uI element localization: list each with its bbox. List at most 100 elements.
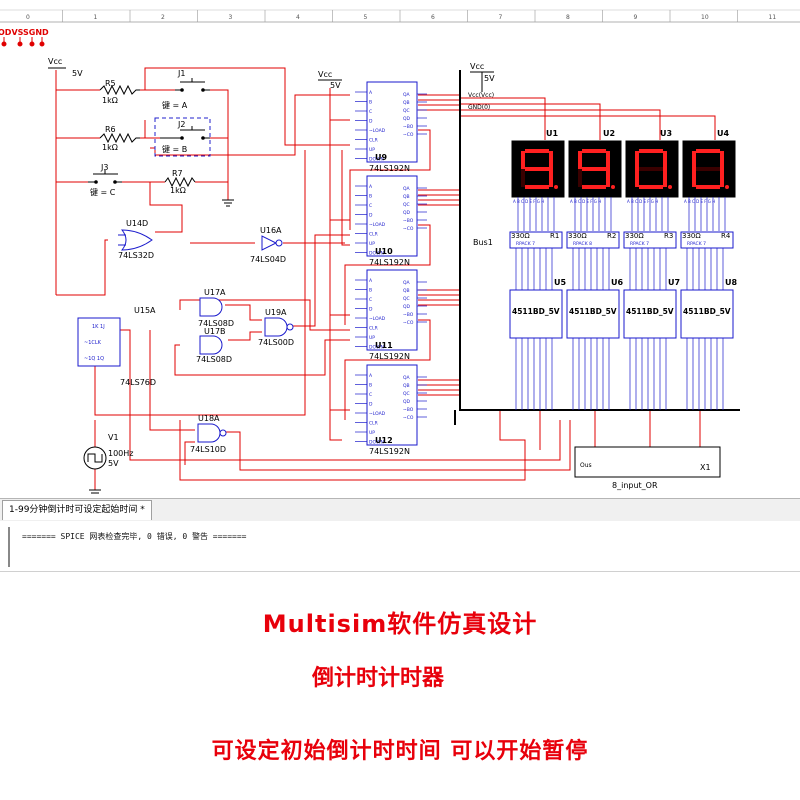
clock-source-v1[interactable]: V1 100Hz 5V bbox=[83, 433, 133, 494]
counter-part: 74LS192N bbox=[369, 447, 410, 456]
log-pane-handle[interactable] bbox=[8, 527, 10, 567]
svg-text:R7: R7 bbox=[172, 169, 183, 178]
ruler-label: 0 bbox=[26, 14, 30, 21]
resistor-r7[interactable]: R7 1kΩ bbox=[164, 169, 196, 195]
tab-schematic[interactable]: 1-99分钟倒计时可设定起始时间 * bbox=[2, 500, 152, 520]
counter-pin-label: QC bbox=[403, 391, 410, 397]
counter-u12[interactable]: ABCD~LOADCLRUPDOWNQAQBQCQD~BO~COU1274LS1… bbox=[355, 364, 427, 456]
wires bbox=[55, 67, 716, 490]
counter-pin-label: CLR bbox=[369, 138, 378, 144]
gate-u19a[interactable]: U19A 74LS00D bbox=[258, 308, 294, 347]
segment bbox=[549, 151, 553, 169]
rpack-value: 330Ω bbox=[625, 232, 644, 240]
decoder-ref: U6 bbox=[611, 278, 623, 287]
seven-seg-display-u4[interactable]: U4A B C D E F G H bbox=[682, 129, 736, 231]
svg-text:V1: V1 bbox=[108, 433, 119, 442]
rpack-value: 330Ω bbox=[511, 232, 530, 240]
counter-pin-label: ~LOAD bbox=[369, 222, 386, 228]
resistor-r6[interactable]: R6 1kΩ bbox=[99, 125, 140, 152]
segment bbox=[521, 151, 525, 169]
counter-pin-label: CLR bbox=[369, 326, 378, 332]
counter-u10[interactable]: ABCD~LOADCLRUPDOWNQAQBQCQD~BO~COU1074LS1… bbox=[355, 175, 427, 267]
caption-features: 可设定初始倒计时时间 可以开始暂停 bbox=[211, 739, 589, 764]
or-gate-x1[interactable]: Ous X1 8_input_OR bbox=[574, 446, 721, 490]
display-ref: U2 bbox=[603, 129, 615, 138]
resistor-r5[interactable]: R5 1kΩ bbox=[99, 79, 140, 105]
svg-text:100Hz: 100Hz bbox=[108, 449, 133, 458]
seven-seg-display-u3[interactable]: U3A B C D E F G H bbox=[625, 129, 679, 231]
counter-pin-label: QA bbox=[403, 280, 411, 286]
flipflop-u15a[interactable]: 1K 1J ~1CLK ~1Q 1Q U15A 74LS76D bbox=[77, 306, 156, 387]
gate-u17a[interactable]: U17A 74LS08D bbox=[198, 288, 234, 328]
gate-u17b[interactable]: U17B 74LS08D bbox=[196, 327, 232, 364]
probe-group[interactable]: ODVSSGND bbox=[0, 28, 49, 47]
rpack-ref: R3 bbox=[664, 232, 673, 240]
rpack-type: RPACK 7 bbox=[516, 241, 535, 247]
counter-part: 74LS192N bbox=[369, 258, 410, 267]
svg-text:1kΩ: 1kΩ bbox=[102, 96, 118, 105]
counter-pin-label: A bbox=[369, 373, 373, 379]
bus-label: Bus1 bbox=[473, 238, 493, 247]
svg-text:Ous: Ous bbox=[580, 462, 592, 469]
svg-text:Vcc: Vcc bbox=[318, 70, 332, 79]
segment bbox=[663, 151, 667, 169]
svg-text:~1Q 1Q: ~1Q 1Q bbox=[84, 356, 104, 362]
ruler-label: 11 bbox=[769, 14, 777, 21]
counter-u9[interactable]: ABCD~LOADCLRUPDOWNQAQBQCQD~BO~COU974LS19… bbox=[355, 81, 427, 173]
counter-pin-label: QA bbox=[403, 186, 411, 192]
segment bbox=[521, 169, 525, 187]
ruler-label: 10 bbox=[701, 14, 709, 21]
gate-u16a[interactable]: U16A 74LS04D bbox=[250, 226, 286, 264]
counter-pin-label: A bbox=[369, 278, 373, 284]
vcc-source-1[interactable]: Vcc 5V bbox=[48, 57, 83, 78]
gate-u14d[interactable]: U14D 74LS32D bbox=[118, 219, 154, 260]
counter-u11[interactable]: ABCD~LOADCLRUPDOWNQAQBQCQD~BO~COU1174LS1… bbox=[355, 269, 427, 361]
segment bbox=[696, 185, 720, 189]
svg-text:Vcc: Vcc bbox=[470, 62, 484, 71]
svg-text:U16A: U16A bbox=[260, 226, 282, 235]
svg-text:键 = C: 键 = C bbox=[90, 187, 116, 197]
switch-j1[interactable]: J1 键 = A bbox=[162, 69, 210, 110]
vcc-source-2[interactable]: Vcc 5V bbox=[318, 70, 342, 90]
svg-text:74LS32D: 74LS32D bbox=[118, 251, 154, 260]
counter-pin-label: QB bbox=[403, 288, 410, 294]
counter-pin-label: ~BO bbox=[403, 218, 414, 224]
counter-pin-label: C bbox=[369, 392, 372, 398]
segment bbox=[582, 185, 606, 189]
counter-pin-label: A bbox=[369, 184, 373, 190]
segment bbox=[696, 149, 720, 153]
svg-text:5V: 5V bbox=[330, 81, 341, 90]
segment bbox=[578, 169, 582, 187]
svg-text:R5: R5 bbox=[105, 79, 116, 88]
counter-pin-label: ~CO bbox=[403, 320, 414, 326]
vcc-source-3[interactable]: Vcc 5V Vcc(Vcc) GND(0) bbox=[468, 62, 495, 111]
gate-u18a[interactable]: U18A 74LS10D bbox=[190, 414, 227, 454]
rpack-value: 330Ω bbox=[682, 232, 701, 240]
counter-pin-label: B bbox=[369, 100, 372, 106]
seven-seg-display-u2[interactable]: U2A B C D E F G H bbox=[568, 129, 622, 231]
svg-text:R6: R6 bbox=[105, 125, 116, 134]
svg-text:U19A: U19A bbox=[265, 308, 287, 317]
svg-text:J3: J3 bbox=[100, 163, 108, 172]
counter-part: 74LS192N bbox=[369, 352, 410, 361]
counter-ref: U11 bbox=[375, 341, 393, 350]
counter-pin-label: QB bbox=[403, 100, 410, 106]
switch-j2[interactable]: J2 键 = B bbox=[154, 117, 211, 157]
counter-pin-label: B bbox=[369, 288, 372, 294]
svg-text:74LS76D: 74LS76D bbox=[120, 378, 156, 387]
seven-seg-display-u1[interactable]: U1A B C D E F G H bbox=[511, 129, 565, 231]
counter-pin-label: D bbox=[369, 213, 373, 219]
switch-j3[interactable]: J3 键 = C bbox=[88, 163, 122, 197]
segment bbox=[720, 151, 724, 169]
rpack-ref: R1 bbox=[550, 232, 559, 240]
counter-pin-label: ~LOAD bbox=[369, 128, 386, 134]
